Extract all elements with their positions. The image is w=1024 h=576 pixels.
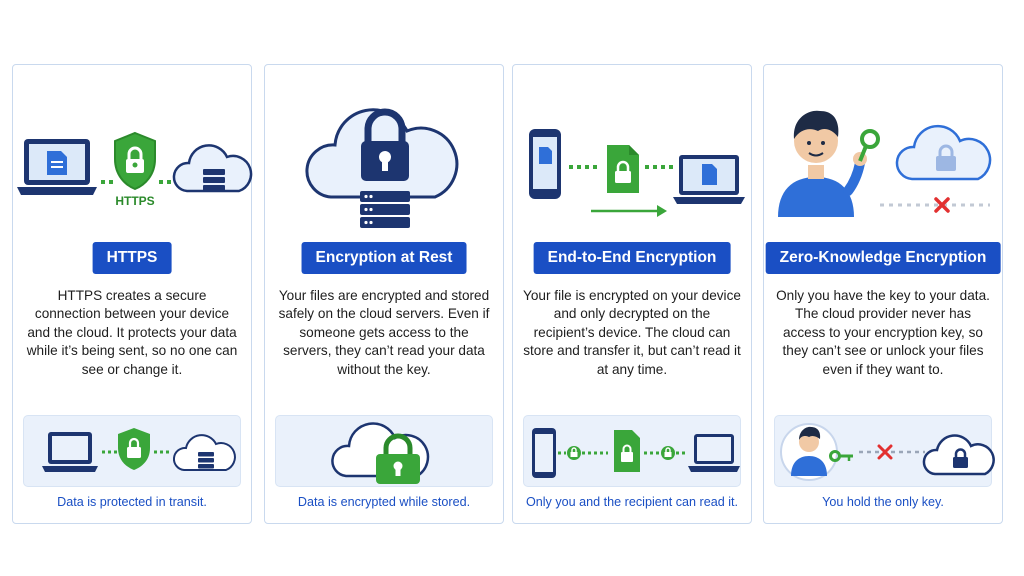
summary-panel (523, 415, 741, 487)
x-mark-icon (934, 197, 950, 213)
card-caption: You hold the only key. (822, 495, 944, 509)
at-rest-hero-illustration (265, 87, 505, 237)
summary-panel (774, 415, 995, 487)
card-description: HTTPS creates a secure connection betwee… (26, 288, 238, 377)
summary-panel (275, 415, 493, 487)
summary-panel (23, 415, 241, 487)
card-https: HTTPS HTTPS HTTPS creates a secure conne… (12, 64, 253, 524)
card-encryption-at-rest: Encryption at Rest Your files are encryp… (264, 64, 504, 524)
card-title: HTTPS (92, 242, 172, 274)
lock-badge-icon (661, 446, 675, 460)
card-caption: Only you and the recipient can read it. (525, 495, 739, 509)
card-caption: Data is protected in transit. (57, 495, 207, 509)
server-icon (360, 191, 410, 228)
x-mark-icon (877, 444, 893, 460)
card-title: Zero-Knowledge Encryption (765, 242, 1001, 274)
card-caption: Data is encrypted while stored. (297, 495, 471, 509)
shield-lock-icon (114, 131, 156, 191)
shield-lock-icon (118, 428, 150, 470)
e2e-hero-illustration (513, 87, 753, 237)
cloud-lock-icon (922, 434, 995, 476)
card-description: Only you have the key to your data. The … (776, 288, 990, 377)
laptop-icon (673, 155, 745, 204)
phone-icon (529, 129, 561, 199)
card-end-to-end-encryption: End-to-End Encryption Your file is encry… (512, 64, 752, 524)
locked-file-icon (607, 145, 639, 193)
padlock-icon (376, 433, 420, 484)
zero-knowledge-hero-illustration (764, 87, 1004, 237)
card-description: Your file is encrypted on your device an… (523, 288, 741, 377)
cloud-lock-icon (895, 124, 992, 181)
lock-badge-icon (567, 446, 581, 460)
card-zero-knowledge-encryption: Zero-Knowledge Encryption Only you have … (763, 64, 1003, 524)
key-icon (858, 129, 880, 162)
laptop-icon (17, 139, 97, 195)
https-hero-illustration: HTTPS (13, 87, 253, 237)
https-label: HTTPS (115, 194, 154, 208)
key-icon (829, 450, 853, 462)
cloud-server-icon (172, 434, 236, 471)
locked-file-icon (614, 430, 640, 472)
card-description: Your files are encrypted and stored safe… (278, 288, 490, 377)
phone-icon (532, 428, 556, 478)
cloud-server-icon (172, 144, 253, 193)
laptop-icon (688, 434, 740, 472)
person-icon (778, 110, 867, 217)
card-title: Encryption at Rest (301, 242, 467, 274)
card-title: End-to-End Encryption (533, 242, 731, 274)
padlock-icon (361, 108, 409, 181)
person-icon (780, 423, 838, 481)
laptop-icon (42, 432, 98, 472)
